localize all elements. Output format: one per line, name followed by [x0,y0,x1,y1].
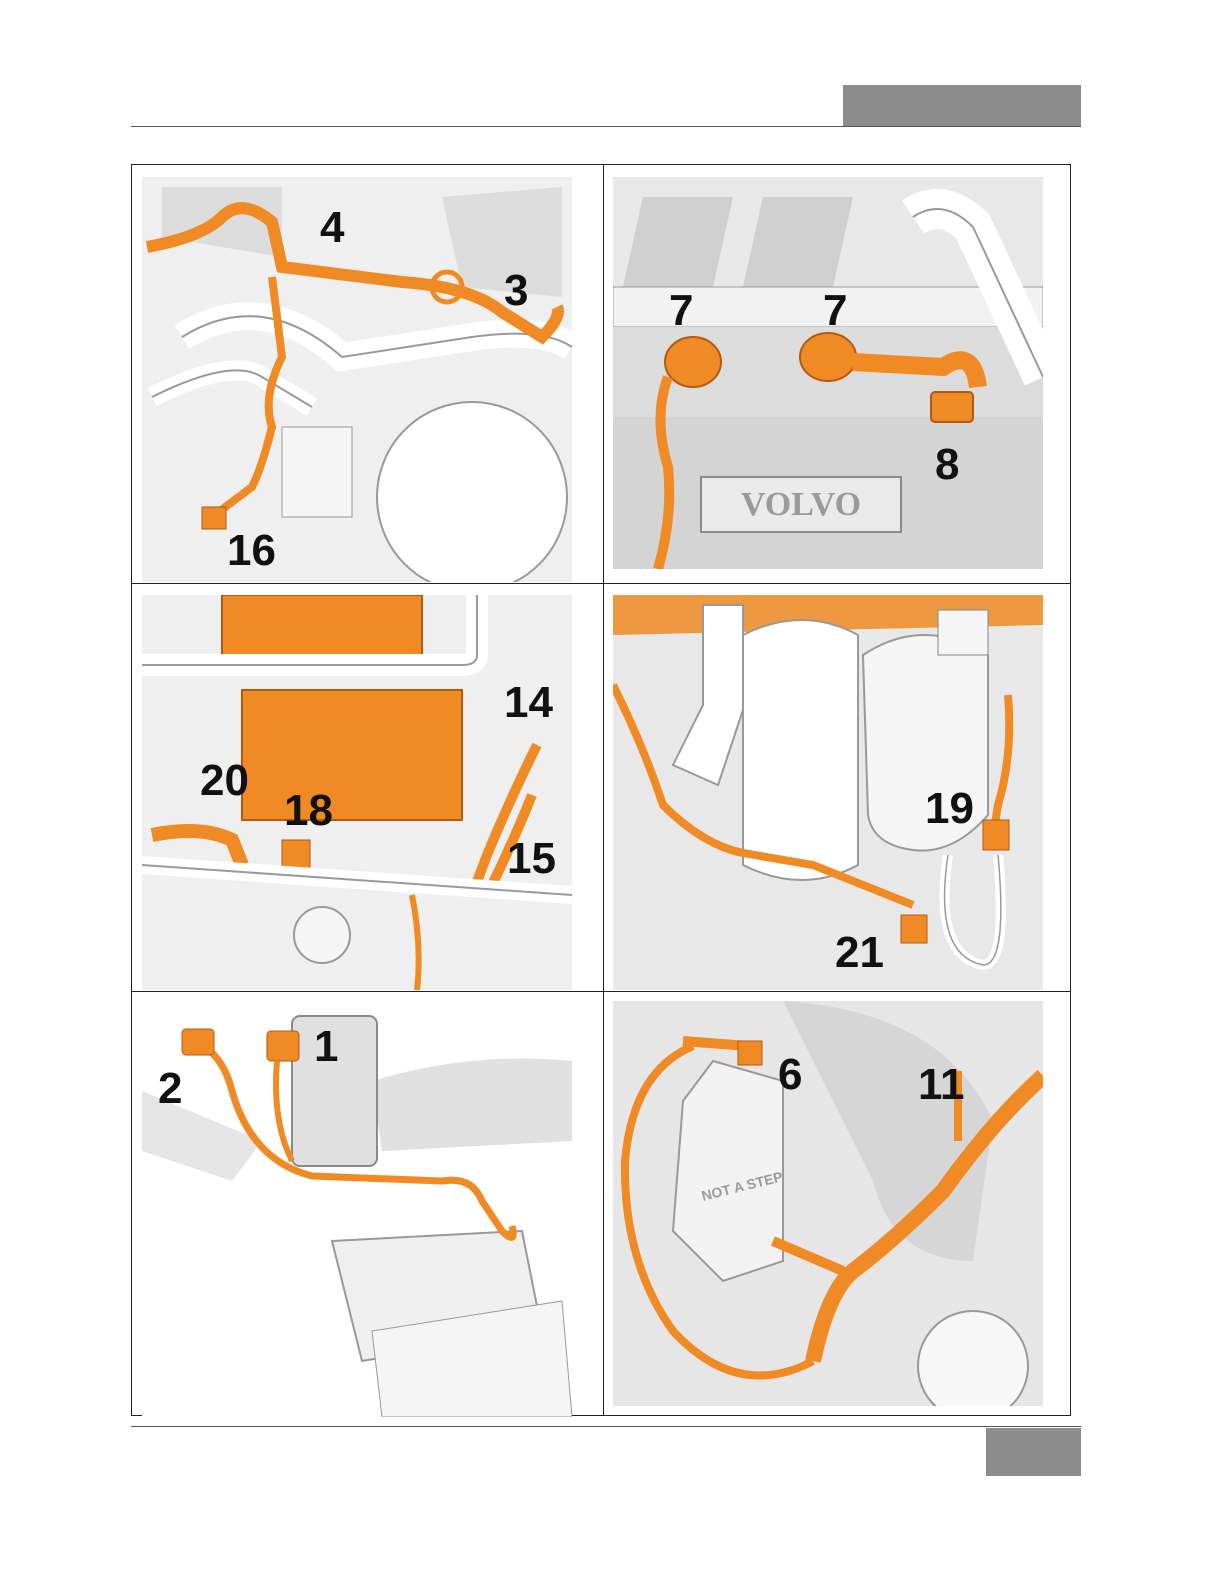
callout-label: 19 [925,784,974,833]
callout-label: 4 [320,203,345,252]
callout-label: 1 [314,1022,338,1071]
callout-label: 3 [504,266,528,315]
callout-label: 6 [778,1050,802,1099]
grid-divider-vertical [603,165,604,1415]
callout-label: 8 [935,440,959,489]
panel-2-illustration: VOLVO 7 7 8 [613,177,1043,569]
panel-1-illustration: 4 3 16 [142,177,572,582]
callout-label: 7 [823,286,847,335]
callout-label: 2 [158,1064,182,1113]
callout-label: 11 [918,1060,965,1109]
panel-6-illustration: NOT A STEP 6 11 [613,1001,1043,1406]
callout-label: 20 [200,756,249,805]
panel-5-illustration: 1 2 [142,1001,572,1417]
grid-divider-row2 [132,991,1070,992]
footer-rule [131,1426,1081,1427]
callout-label: 15 [507,834,556,883]
header-rule [131,126,1081,127]
figure-grid: 4 3 16 VOLVO 7 7 8 [131,164,1071,1416]
callout-label: 21 [835,928,884,977]
footer-tab [986,1428,1081,1476]
callout-label: 16 [227,526,276,575]
panel-4-illustration: 19 21 [613,595,1043,990]
callout-label: 14 [504,678,553,727]
header-tab [843,85,1081,127]
panel-3-illustration: 14 20 18 15 [142,595,572,990]
callout-label: 7 [669,286,693,335]
grid-divider-row1 [132,583,1070,584]
callout-label: 18 [284,786,333,835]
volvo-emblem: VOLVO [741,486,861,523]
